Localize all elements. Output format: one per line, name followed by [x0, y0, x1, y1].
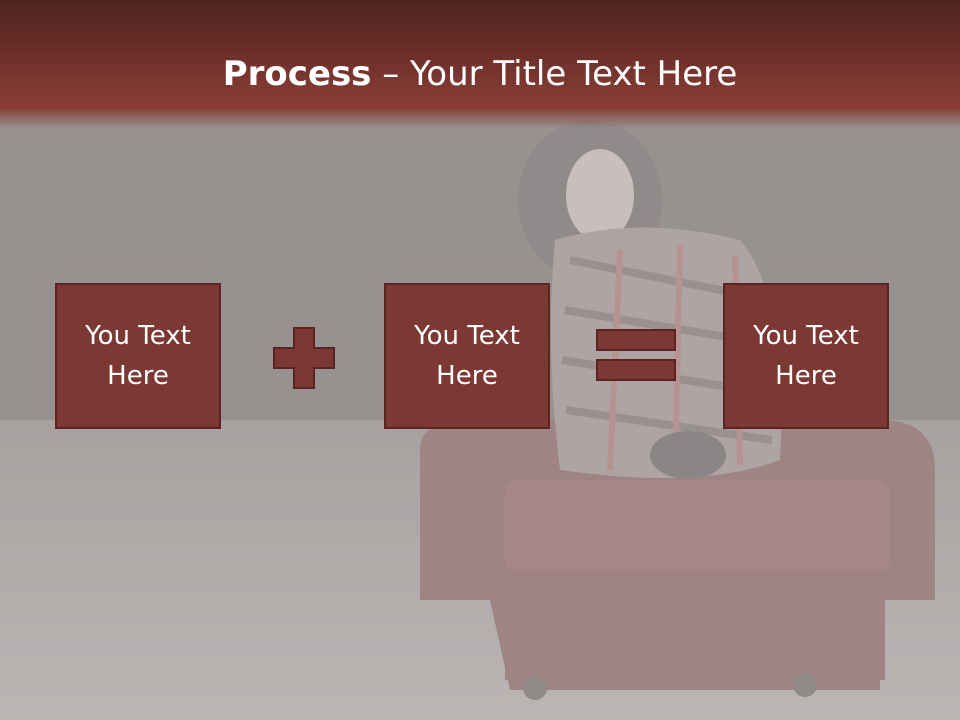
title-rest: – Your Title Text Here	[371, 54, 738, 94]
page-title: Process – Your Title Text Here	[0, 52, 960, 96]
process-box-1-text: You Text Here	[85, 321, 191, 391]
process-box-3[interactable]: You Text Here	[723, 283, 889, 429]
title-bar	[0, 0, 960, 128]
plus-icon	[273, 327, 335, 389]
process-box-3-text: You Text Here	[753, 321, 859, 391]
title-bold: Process	[222, 54, 372, 94]
process-box-2-text: You Text Here	[414, 321, 520, 391]
equals-icon	[596, 329, 676, 381]
process-box-2[interactable]: You Text Here	[384, 283, 550, 429]
process-box-1[interactable]: You Text Here	[55, 283, 221, 429]
